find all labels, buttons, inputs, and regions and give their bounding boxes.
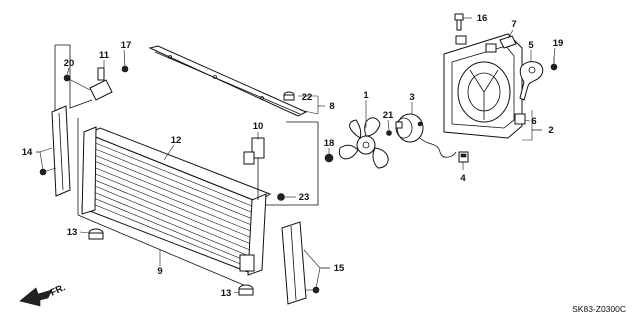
callout-2: 2 bbox=[548, 125, 553, 136]
callout-23: 23 bbox=[299, 192, 310, 203]
nut-23 bbox=[277, 193, 285, 201]
callout-6: 6 bbox=[531, 116, 536, 127]
cushion-22 bbox=[283, 91, 295, 101]
fan-blade bbox=[338, 117, 389, 169]
callout-15: 15 bbox=[334, 263, 345, 274]
fan-shroud bbox=[443, 33, 523, 139]
mount-bracket-11 bbox=[63, 65, 129, 101]
clip-7 bbox=[499, 35, 517, 49]
callout-14: 14 bbox=[22, 147, 33, 158]
callout-21: 21 bbox=[383, 110, 394, 121]
callout-13-right: 13 bbox=[221, 288, 232, 299]
callout-leaders bbox=[36, 17, 556, 294]
washer-21 bbox=[386, 130, 392, 136]
callout-5: 5 bbox=[528, 40, 534, 51]
callout-8: 8 bbox=[329, 101, 334, 112]
diagram-code: SK83-Z0300C bbox=[572, 304, 626, 314]
left-side-seal bbox=[39, 105, 71, 197]
callout-18: 18 bbox=[324, 138, 335, 149]
callout-19: 19 bbox=[553, 38, 564, 49]
callout-3: 3 bbox=[409, 92, 414, 103]
direction-label: FR. bbox=[49, 282, 68, 298]
lower-cushion-left bbox=[88, 228, 104, 240]
upper-bracket bbox=[148, 45, 308, 117]
callout-22: 22 bbox=[302, 92, 313, 103]
resistor-5 bbox=[519, 61, 544, 101]
clip-6 bbox=[514, 113, 526, 125]
callout-16: 16 bbox=[477, 13, 488, 24]
callout-10: 10 bbox=[253, 121, 264, 132]
fan-motor bbox=[395, 113, 457, 158]
lower-cushion-right bbox=[238, 284, 254, 296]
callout-12: 12 bbox=[171, 135, 182, 146]
callout-9: 9 bbox=[157, 266, 162, 277]
callout-4: 4 bbox=[460, 173, 466, 184]
condenser-fins bbox=[82, 139, 258, 268]
right-lower-seal bbox=[281, 221, 320, 305]
callout-7: 7 bbox=[511, 19, 516, 30]
front-direction-arrow bbox=[19, 287, 53, 307]
condenser-core bbox=[81, 126, 272, 276]
callout-13-left: 13 bbox=[67, 227, 78, 238]
callout-20: 20 bbox=[64, 58, 75, 69]
nut-18 bbox=[324, 153, 334, 163]
callout-11: 11 bbox=[99, 50, 110, 61]
callout-17: 17 bbox=[121, 40, 132, 51]
bolt-16 bbox=[454, 13, 464, 31]
screw-19 bbox=[550, 57, 558, 71]
connector-4 bbox=[458, 151, 469, 163]
callout-1: 1 bbox=[363, 90, 369, 101]
